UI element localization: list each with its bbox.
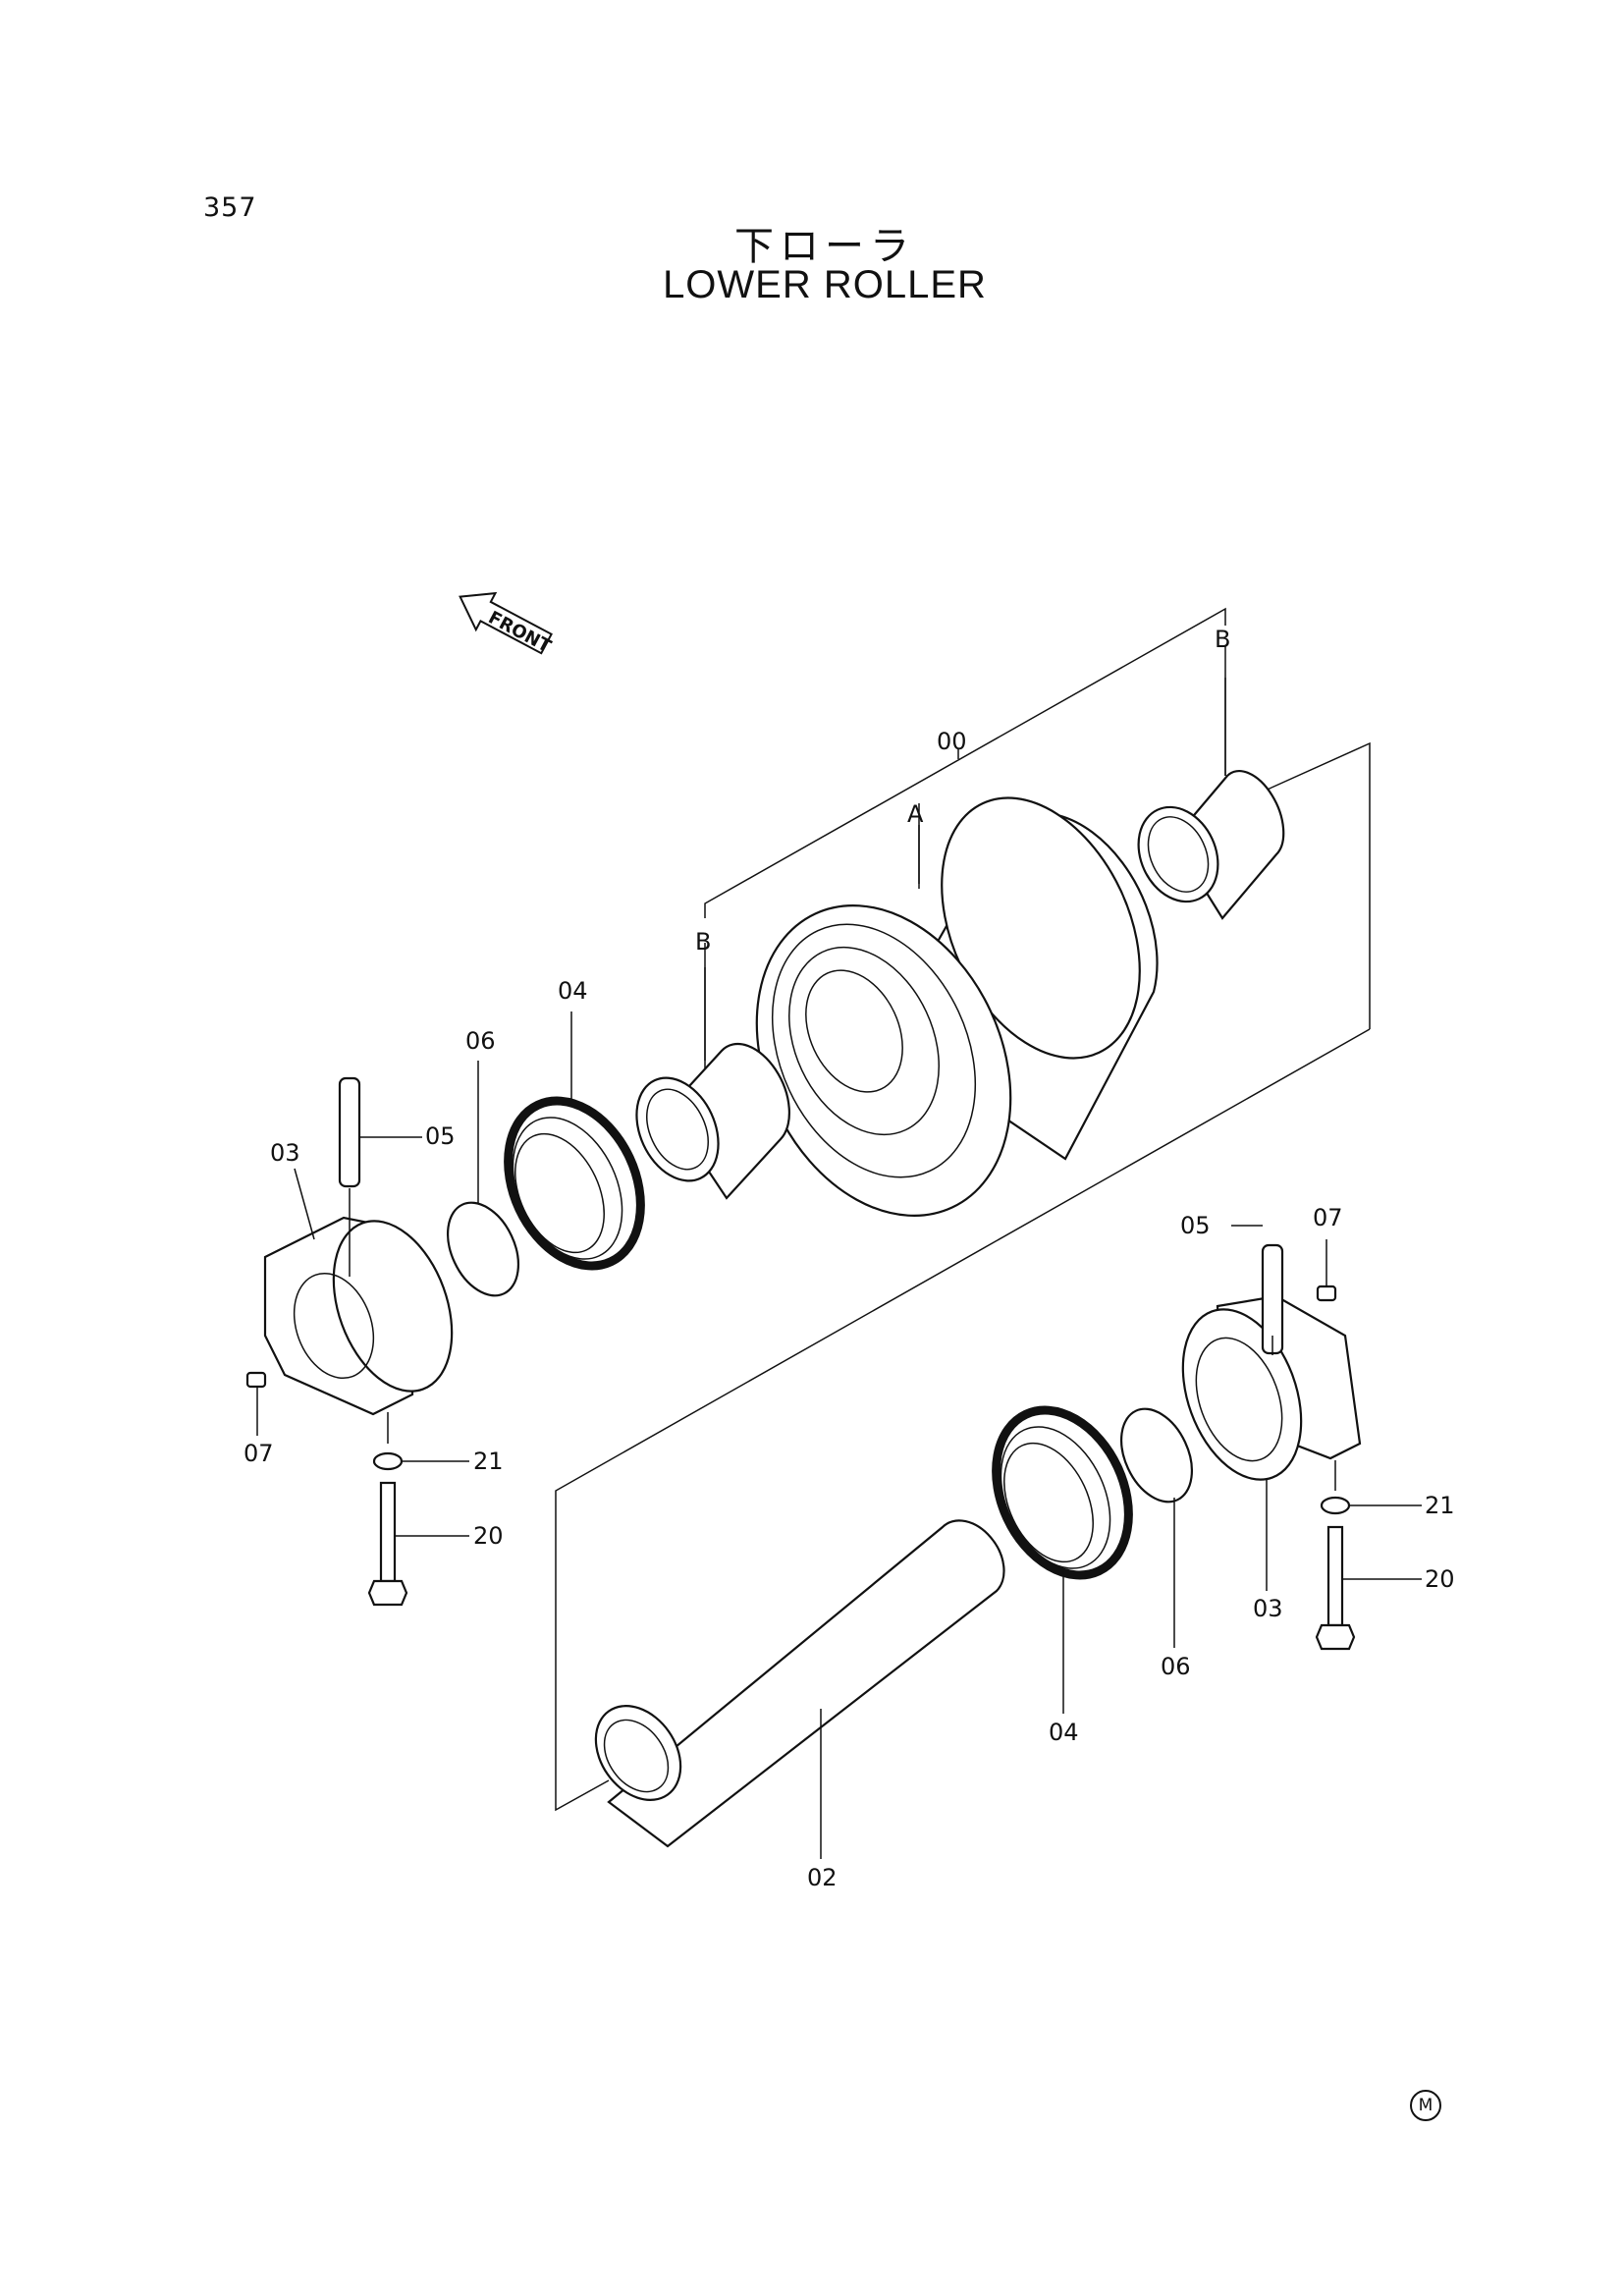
spring-pin-left: [338, 1076, 361, 1188]
callout-assembly: 00: [937, 728, 967, 755]
title-english: LOWER ROLLER: [663, 263, 987, 306]
bolt-left: [367, 1481, 408, 1607]
track-roller: [755, 796, 1159, 1218]
callout-washer-left: 21: [473, 1448, 504, 1475]
front-label: FRONT: [485, 607, 555, 657]
callout-bushing-top: B: [1215, 626, 1230, 653]
floating-seal-right: [992, 1405, 1133, 1580]
callout-pin-right: 05: [1180, 1212, 1211, 1239]
title-japanese: 下ローラ: [734, 224, 915, 269]
callout-washer-right: 21: [1425, 1492, 1455, 1519]
callout-bolt-right: 20: [1425, 1565, 1455, 1593]
bushing-left: [635, 1042, 790, 1200]
callout-plug-left: 07: [243, 1440, 274, 1467]
callout-seal-right: 04: [1049, 1719, 1079, 1746]
m-mark-symbol: M: [1410, 2090, 1441, 2121]
leader-lines: [256, 678, 1422, 1859]
callout-seal-left: 04: [558, 977, 588, 1005]
page-number: 357: [203, 192, 257, 223]
bolt-right: [1315, 1525, 1356, 1651]
callout-collar-right: 03: [1253, 1595, 1283, 1622]
callout-plug-right: 07: [1313, 1204, 1343, 1231]
callout-roller: A: [907, 800, 924, 828]
floating-seal-left: [504, 1096, 645, 1271]
o-ring-left: [447, 1201, 519, 1297]
o-ring-right: [1120, 1407, 1193, 1503]
callout-shaft: 02: [807, 1864, 838, 1891]
washer-left: [372, 1451, 404, 1471]
front-arrow-icon: FRONT: [459, 591, 555, 658]
collar-left: [263, 1216, 454, 1416]
callout-labels: 00 A B B 04 06 05 03 07 21 20 05 07 21 2…: [243, 626, 1455, 1891]
plug-left: [245, 1371, 267, 1389]
callout-oring-right: 06: [1161, 1653, 1191, 1680]
callout-bushing-left: B: [695, 928, 711, 956]
washer-right: [1320, 1496, 1351, 1515]
callout-pin-left: 05: [425, 1122, 456, 1150]
bushing-right: [1137, 769, 1285, 920]
callout-oring-left: 06: [465, 1027, 496, 1055]
callout-collar-left: 03: [270, 1139, 300, 1167]
shaft: [594, 1519, 1005, 1848]
plug-right: [1316, 1285, 1337, 1302]
callout-bolt-left: 20: [473, 1522, 504, 1550]
